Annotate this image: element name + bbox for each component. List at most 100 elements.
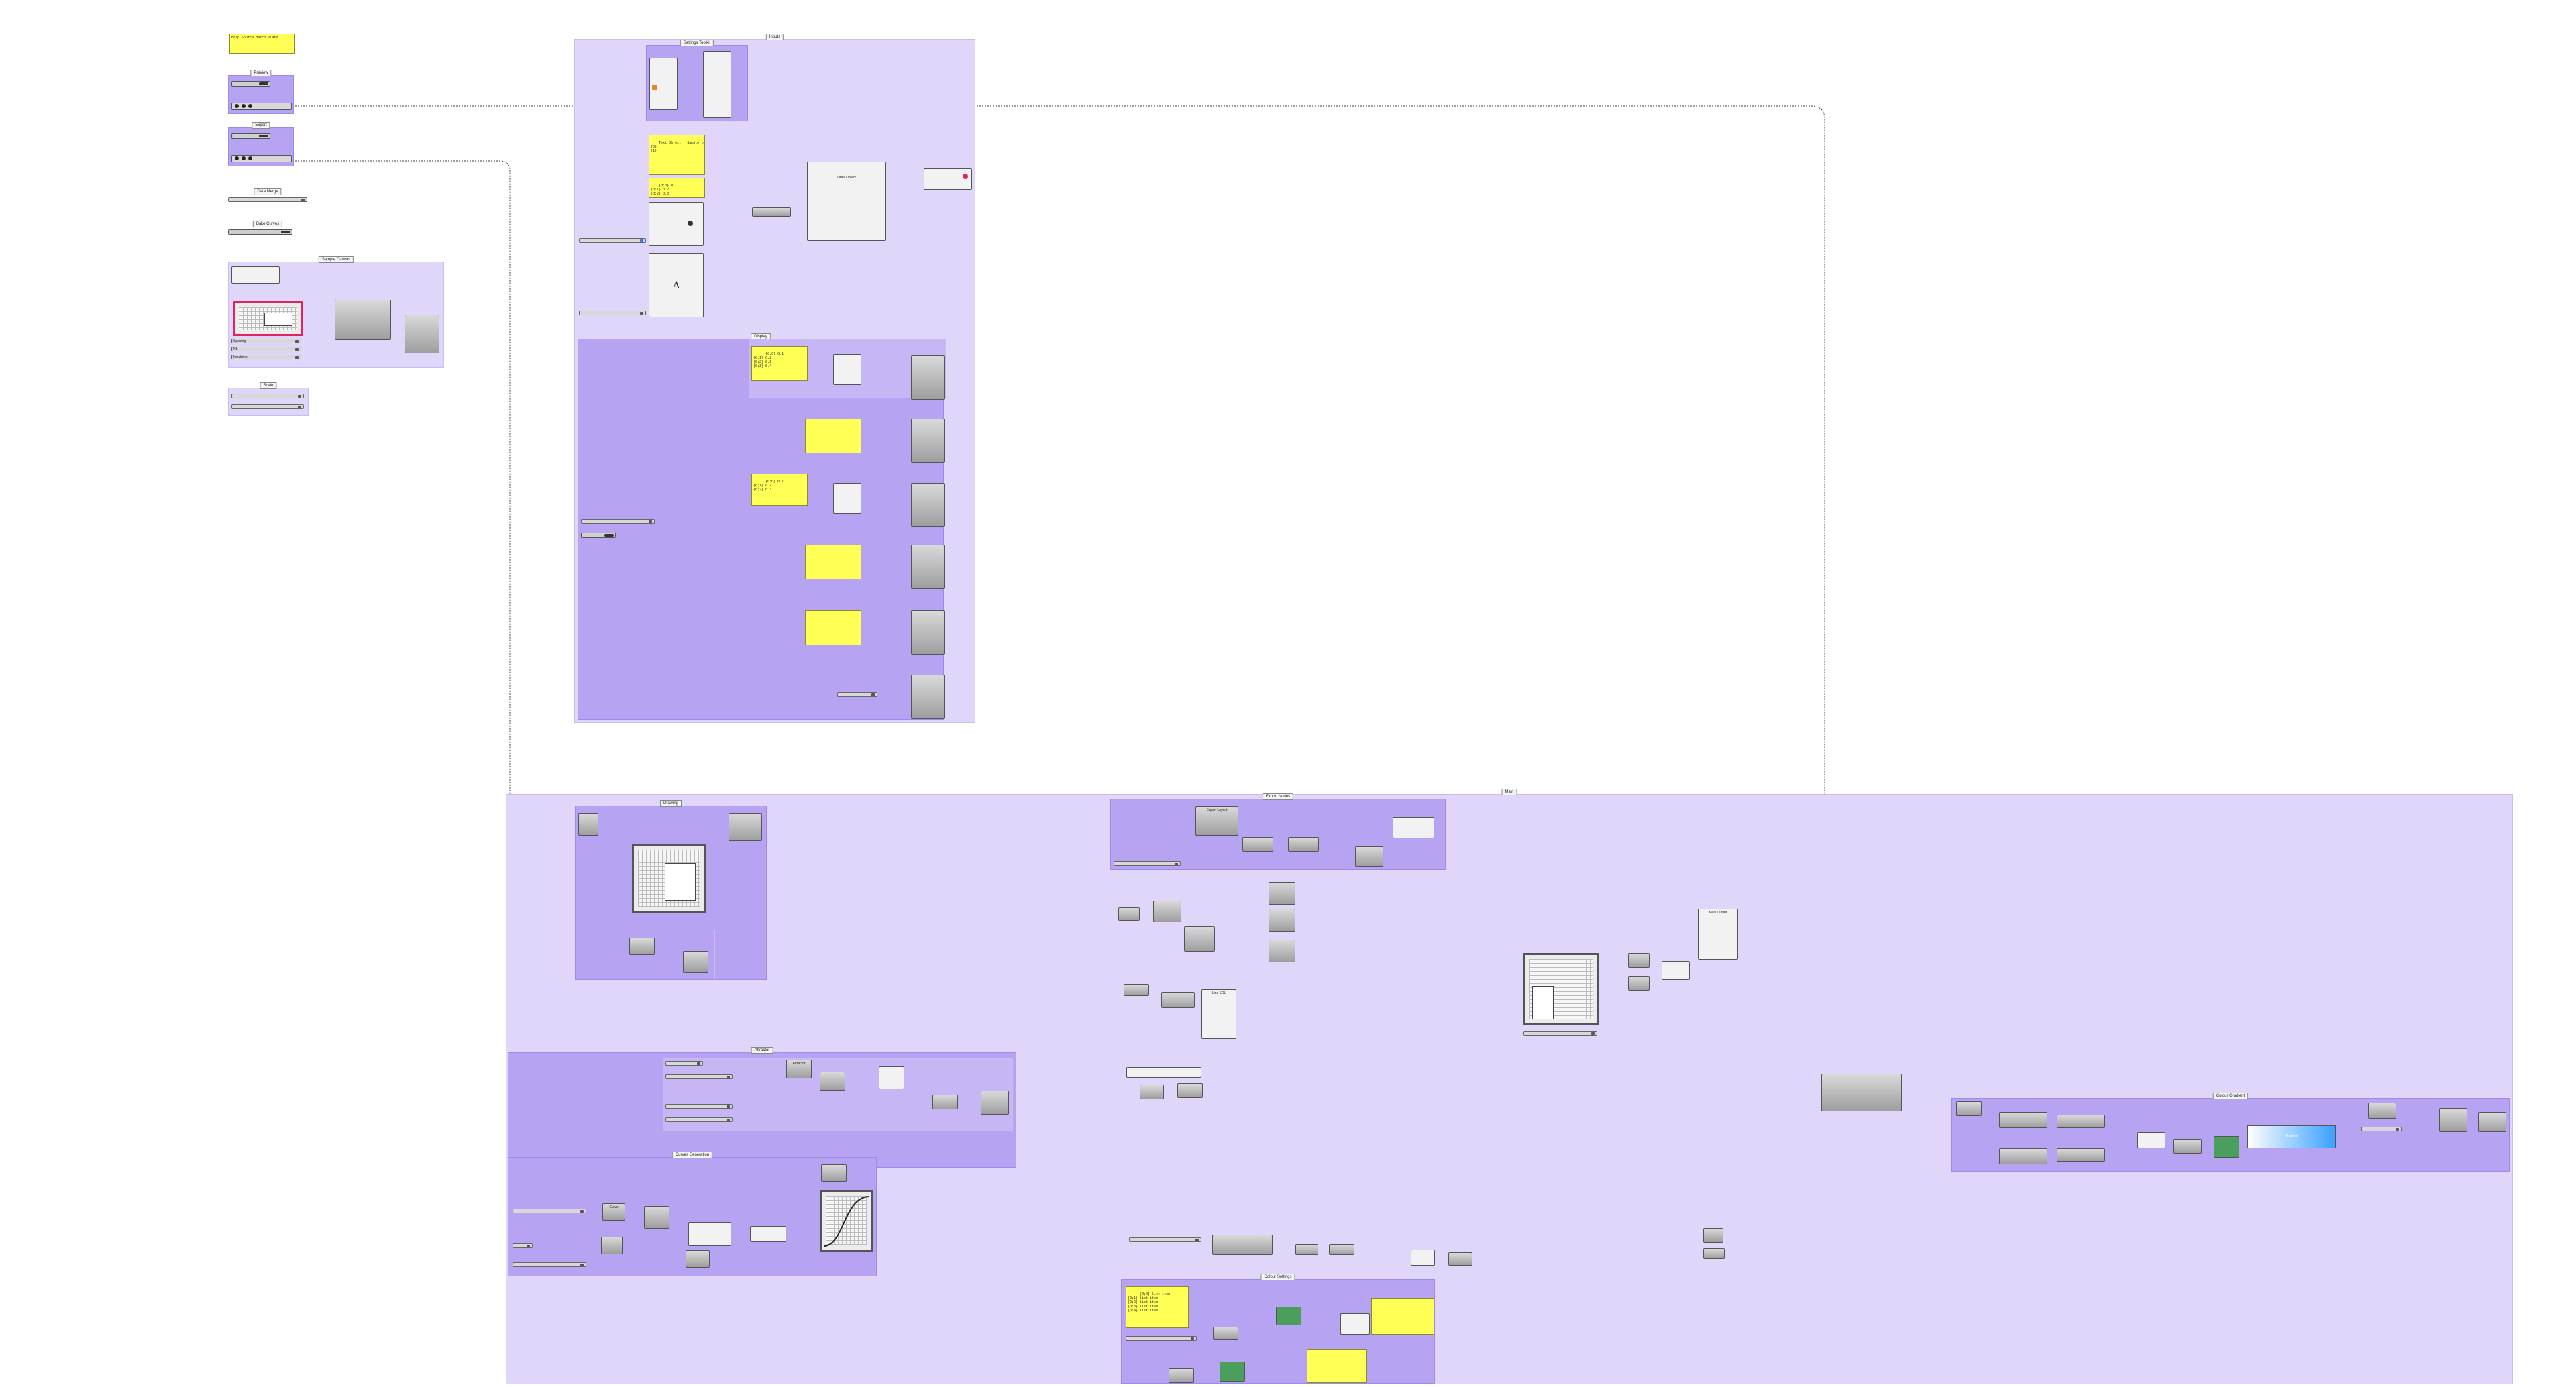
preview-node-b[interactable] xyxy=(1628,976,1650,991)
line-sdl-b[interactable] xyxy=(1161,992,1195,1008)
attractor-slider-3[interactable] xyxy=(665,1104,733,1109)
preview-node-c[interactable] xyxy=(1662,961,1690,980)
export-toggle[interactable] xyxy=(231,133,270,139)
drawing-input[interactable] xyxy=(578,813,598,836)
scale-slider-a[interactable] xyxy=(231,394,304,398)
list-panel-3[interactable]: {0;0} 0.1 {0;1} 0.2 {0;2} 0.3 xyxy=(751,474,808,506)
color-node-c[interactable] xyxy=(1340,1313,1370,1335)
display-out-2[interactable] xyxy=(911,419,945,463)
levels-node[interactable] xyxy=(1212,1235,1273,1255)
attractor-slider-4[interactable] xyxy=(665,1117,733,1122)
color-node-d[interactable] xyxy=(1169,1368,1194,1383)
opacity-slider[interactable] xyxy=(579,238,646,243)
curves-graph[interactable] xyxy=(820,1190,873,1252)
mid-node-2[interactable] xyxy=(1153,901,1181,922)
data-merge-slider[interactable] xyxy=(228,197,307,202)
curve-node[interactable]: Curve xyxy=(602,1203,625,1221)
gradient-node-f[interactable] xyxy=(2174,1139,2202,1154)
gradient-node-c[interactable] xyxy=(2057,1115,2105,1128)
multi-output-node[interactable]: Multi Output xyxy=(1698,909,1738,960)
mid-node-6[interactable] xyxy=(1269,940,1295,962)
attractor-pt[interactable] xyxy=(1126,1067,1201,1078)
sample-input-node[interactable] xyxy=(231,266,280,284)
play-icon[interactable] xyxy=(235,104,239,108)
mid-node-4[interactable] xyxy=(1269,882,1295,905)
color-panel-big[interactable] xyxy=(1371,1298,1434,1335)
stop-icon[interactable] xyxy=(248,104,252,108)
color-node-a[interactable] xyxy=(1213,1327,1238,1340)
mid-node-5[interactable] xyxy=(1269,909,1295,932)
sample-process-node[interactable] xyxy=(335,300,391,340)
attractor-node-c[interactable] xyxy=(879,1066,904,1089)
display-out-1[interactable] xyxy=(911,355,945,400)
display-out-3[interactable] xyxy=(911,483,945,527)
attractor-node[interactable]: Attractor xyxy=(786,1060,812,1078)
curves-slider-2[interactable] xyxy=(513,1243,533,1248)
list-panel-4[interactable] xyxy=(805,545,861,579)
levels-node-c[interactable] xyxy=(1329,1244,1354,1255)
right-list-node[interactable] xyxy=(1821,1074,1902,1111)
sample-preview[interactable] xyxy=(233,301,303,336)
scale-slider-b[interactable] xyxy=(231,404,304,409)
curves-node-g[interactable] xyxy=(821,1164,847,1182)
attractor-pt-c[interactable] xyxy=(1177,1083,1203,1098)
gradient-node-j[interactable] xyxy=(2478,1112,2506,1132)
export-node-d[interactable] xyxy=(1355,846,1383,867)
color-panel-small[interactable] xyxy=(1307,1349,1367,1383)
mid-node-1[interactable] xyxy=(1118,907,1140,921)
list-panel-1[interactable]: {0;0} 0.1 {0;1} 0.2 {0;2} 0.3 {0;3} 0.4 xyxy=(751,346,808,381)
curves-node-e[interactable] xyxy=(601,1237,623,1254)
attractor-node-d[interactable] xyxy=(932,1095,958,1109)
gradient-node-d[interactable] xyxy=(2057,1148,2105,1162)
list-panel-2[interactable] xyxy=(805,419,861,453)
pause-icon[interactable] xyxy=(241,156,246,160)
stop-icon[interactable] xyxy=(248,156,252,160)
gradient-node-i[interactable] xyxy=(2439,1108,2467,1132)
text-panel-a[interactable]: Text Object - Sample text {0} {1} xyxy=(649,135,705,175)
display-out-5[interactable] xyxy=(911,610,945,655)
attractor-slider-1[interactable] xyxy=(665,1061,703,1066)
export-buttons[interactable] xyxy=(231,155,292,162)
export-layout-node[interactable]: Export Layout xyxy=(1195,806,1238,836)
display-slider-b[interactable] xyxy=(837,692,877,697)
gradient-node-e[interactable] xyxy=(2137,1132,2165,1148)
settings-node-a[interactable] xyxy=(649,58,678,110)
bake-curves-toggle[interactable] xyxy=(228,229,292,235)
list-panel-5[interactable] xyxy=(805,610,861,645)
gradient-bar[interactable]: Gradient xyxy=(2247,1125,2336,1148)
text-style-node[interactable] xyxy=(649,202,704,246)
display-out-4[interactable] xyxy=(911,545,945,589)
record-icon[interactable] xyxy=(963,174,968,179)
levels-out-2[interactable] xyxy=(1703,1248,1725,1259)
nb-slider[interactable]: Nb xyxy=(231,347,301,351)
drawing-node-b[interactable] xyxy=(683,951,708,973)
drawing-node-a[interactable] xyxy=(629,938,655,955)
curves-node-c[interactable] xyxy=(688,1222,731,1246)
line-sdl-out[interactable]: Line SDL xyxy=(1201,989,1236,1039)
color-slider[interactable] xyxy=(1126,1336,1197,1341)
drawing-preview[interactable] xyxy=(632,844,706,913)
drawing-merge[interactable] xyxy=(729,813,762,841)
preview-buttons[interactable] xyxy=(231,103,292,110)
geometry-node[interactable] xyxy=(752,207,791,217)
pause-icon[interactable] xyxy=(241,104,246,108)
curves-slider-3[interactable] xyxy=(513,1262,586,1267)
curves-slider-1[interactable] xyxy=(513,1209,586,1213)
curves-node-d[interactable] xyxy=(750,1226,786,1242)
font-node[interactable]: A xyxy=(649,253,704,317)
title-panel[interactable]: Help Source Hatch Plate xyxy=(229,34,295,54)
display-node-1[interactable] xyxy=(833,354,861,385)
gradient-node-h[interactable] xyxy=(2368,1103,2396,1119)
main-preview[interactable] xyxy=(1523,953,1599,1025)
color-list-panel[interactable]: {0;0} list item {0;1} list item {0;2} li… xyxy=(1126,1286,1189,1328)
display-slider[interactable] xyxy=(581,519,655,524)
export-node-b[interactable] xyxy=(1242,837,1273,852)
attractor-node-e[interactable] xyxy=(981,1091,1009,1115)
draw-output-node[interactable] xyxy=(924,168,972,190)
size-slider[interactable] xyxy=(579,311,646,315)
display-node-2[interactable] xyxy=(833,483,861,514)
sample-output-node[interactable] xyxy=(405,315,439,353)
gradient-node-b[interactable] xyxy=(1999,1148,2047,1164)
spacing-slider[interactable]: Spacing xyxy=(231,339,301,343)
gradient-node-g[interactable] xyxy=(2214,1136,2239,1158)
